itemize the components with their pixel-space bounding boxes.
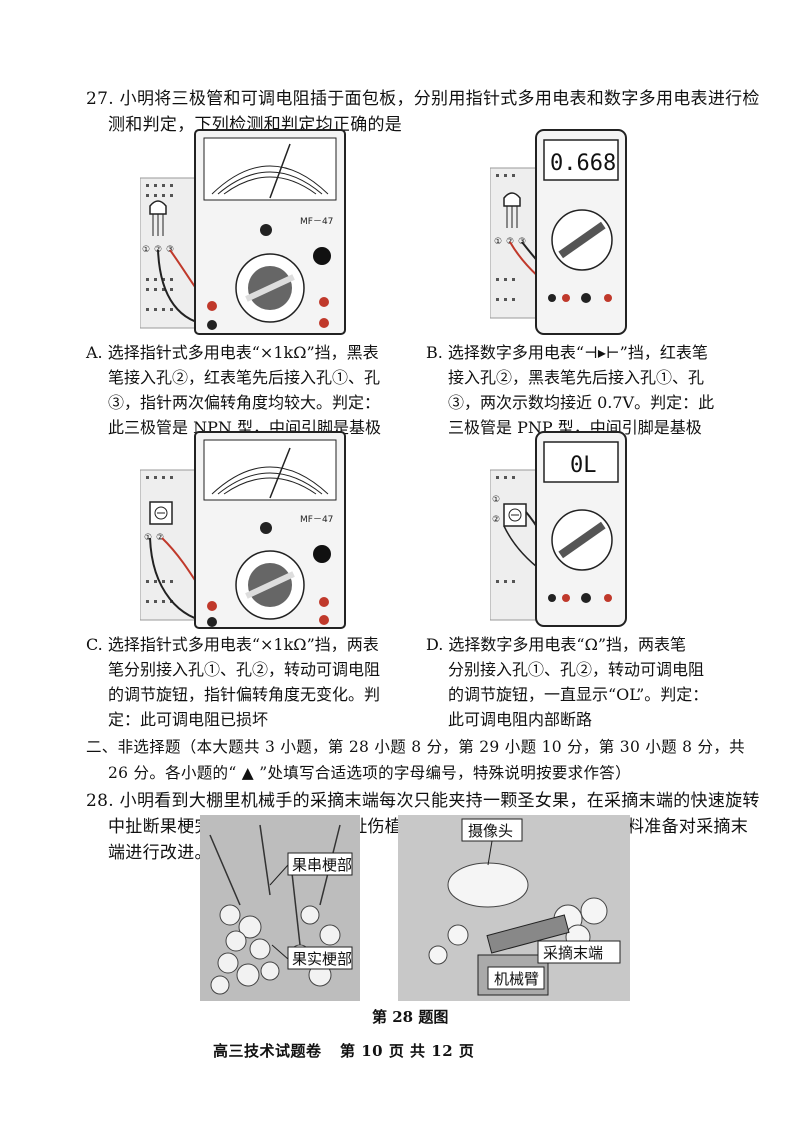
red-jack <box>207 601 217 611</box>
figure-caption: 第 28 题图 <box>372 1008 449 1026</box>
option-b-line3: ③，两次示数均接近 0.7V。判定：此 <box>448 393 715 412</box>
meter-scale <box>203 439 337 501</box>
terminal-label-1: ① <box>494 237 502 247</box>
lcd-display <box>543 441 619 483</box>
terminal-label-2: ② <box>492 515 500 525</box>
label-cluster-stem: 果串梗部 <box>292 856 352 874</box>
label-picking-end: 采摘末端 <box>543 944 603 962</box>
option-a-line1: A. 选择指针式多用电表“×1kΩ”挡，黑表 <box>86 343 379 362</box>
section-2-header: 二、非选择题（本大题共 3 小题，第 28 小题 8 分，第 29 小题 10 … <box>86 734 786 786</box>
zero-adjust-knob <box>260 224 272 236</box>
option-a-line2: 笔接入孔②，红表笔先后接入孔①、孔 <box>108 368 381 387</box>
option-c-line2: 笔分别接入孔①、孔②，转动可调电阻 <box>108 660 381 679</box>
footer-exam-title: 高三技术试题卷 <box>213 1042 322 1060</box>
label-robot-arm: 机械臂 <box>494 970 539 988</box>
breadboard-holes <box>496 476 515 583</box>
ohm-adjust-knob <box>313 247 331 265</box>
option-d-line2: 分别接入孔①、孔②，转动可调电阻 <box>448 660 705 679</box>
option-a-line3: ③，指针两次偏转角度均较大。判定： <box>108 393 381 412</box>
option-d[interactable]: D. 选择数字多用电表“Ω”挡，两表笔 分别接入孔①、孔②，转动可调电阻 的调节… <box>426 632 766 732</box>
label-fruit-stem: 果实梗部 <box>292 950 352 968</box>
lcd-reading: 0L <box>570 453 597 478</box>
figure-b-digital-meter: ① ② ③ 0.668 <box>490 129 627 335</box>
figure-c-analog-meter: ① ② MF－47 <box>140 431 346 629</box>
black-jack <box>207 320 217 330</box>
potentiometer-icon <box>503 503 527 527</box>
black-jack <box>207 617 217 627</box>
option-d-line3: 的调节旋钮，一直显示“OL”。判定： <box>448 685 709 704</box>
lcd-reading: 0.668 <box>550 151 616 176</box>
transistor-icon <box>149 200 167 236</box>
breadboard-holes <box>146 184 173 311</box>
photo-tomato-clusters: 果串梗部 果实梗部 <box>200 815 360 1001</box>
footer-page-number: 第 10 页 共 12 页 <box>340 1042 475 1060</box>
option-c-line3: 的调节旋钮，指针偏转角度无变化。判 <box>108 685 381 704</box>
lcd-display <box>543 139 619 181</box>
q28-line1: 28. 小明看到大棚里机械手的采摘末端每次只能夹持一颗圣女果，在采摘末端的快速旋… <box>86 791 760 811</box>
option-b[interactable]: B. 选择数字多用电表“⊣▸⊢”挡，红表笔 接入孔②，黑表笔先后接入孔①、孔 ③… <box>426 340 766 440</box>
option-d-line4: 此可调电阻内部断路 <box>448 710 593 729</box>
ohm-adjust-knob <box>313 545 331 563</box>
terminal-label-1: ① <box>142 245 150 255</box>
terminal-label-1: ① <box>492 495 500 505</box>
option-b-line1: B. 选择数字多用电表“⊣▸⊢”挡，红表笔 <box>426 343 708 362</box>
breadboard-holes <box>496 174 515 301</box>
option-c-line1: C. 选择指针式多用电表“×1kΩ”挡，两表 <box>86 635 379 654</box>
zero-adjust-knob <box>260 522 272 534</box>
transistor-icon <box>503 192 521 228</box>
option-b-line4: 三极管是 PNP 型，中间引脚是基极 <box>448 418 702 437</box>
photo-robot-arm: 摄像头 采摘末端 机械臂 <box>398 815 630 1001</box>
terminal-label-2: ② <box>156 533 164 543</box>
meter-needle <box>269 447 291 499</box>
option-d-line1: D. 选择数字多用电表“Ω”挡，两表笔 <box>426 635 687 654</box>
meter-scale <box>203 137 337 201</box>
potentiometer-icon <box>149 501 173 525</box>
figure-a-analog-meter: ① ② ③ MF－47 <box>140 129 346 335</box>
terminal-label-1: ① <box>144 533 152 543</box>
option-b-line2: 接入孔②，黑表笔先后接入孔①、孔 <box>448 368 705 387</box>
section-2-line1: 二、非选择题（本大题共 3 小题，第 28 小题 8 分，第 29 小题 10 … <box>86 738 745 756</box>
label-camera: 摄像头 <box>468 822 513 840</box>
section-2-line2: 26 分。各小题的“ ▲ ”处填写合适选项的字母编号，特殊说明按要求作答） <box>108 764 631 782</box>
option-a[interactable]: A. 选择指针式多用电表“×1kΩ”挡，黑表 笔接入孔②，红表笔先后接入孔①、孔… <box>86 340 416 440</box>
meter-model-label: MF－47 <box>300 217 333 227</box>
meter-needle <box>269 143 291 199</box>
figure-d-digital-meter: ① ② 0L <box>490 431 627 627</box>
meter-model-label: MF－47 <box>300 515 333 525</box>
red-jack <box>207 301 217 311</box>
option-c[interactable]: C. 选择指针式多用电表“×1kΩ”挡，两表 笔分别接入孔①、孔②，转动可调电阻… <box>86 632 416 732</box>
q27-stem-line1: 27. 小明将三极管和可调电阻插于面包板，分别用指针式多用电表和数字多用电表进行… <box>86 89 760 109</box>
option-c-line4: 定：此可调电阻已损坏 <box>108 710 269 729</box>
